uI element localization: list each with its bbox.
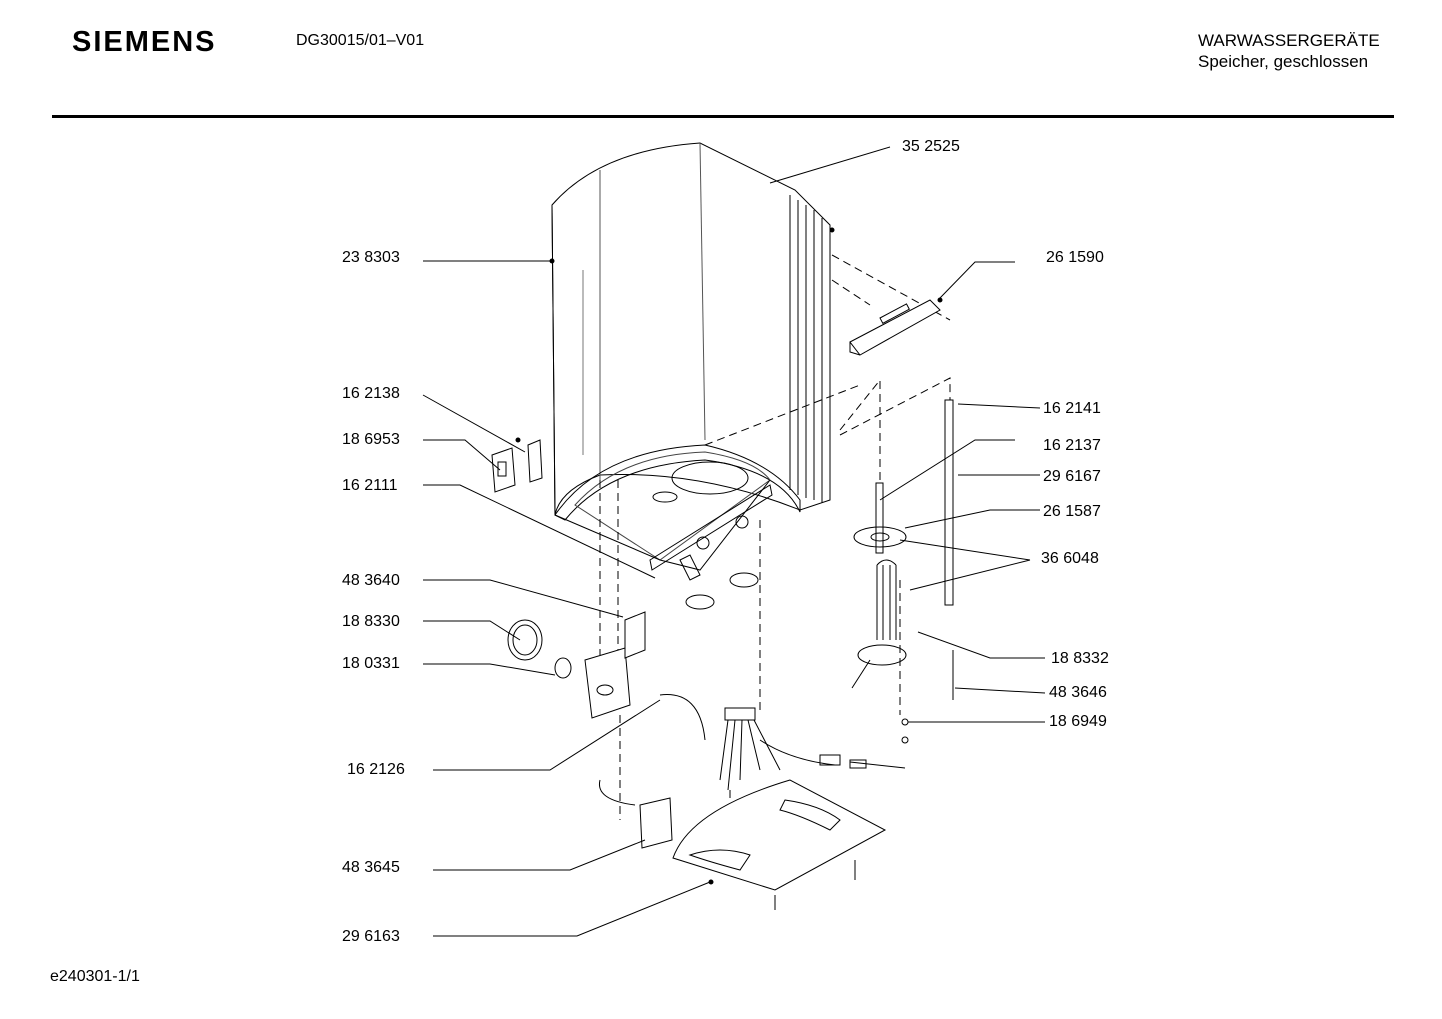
thermostat-holder (492, 438, 542, 492)
part-number-label: 35 2525 (902, 138, 960, 155)
part-number-label: 18 6949 (1049, 713, 1107, 730)
mounting-bracket (850, 298, 942, 355)
wiring-harness (720, 708, 905, 790)
part-number-label: 29 6163 (342, 928, 400, 945)
part-number-label: 48 3646 (1049, 684, 1107, 701)
part-number-label: 18 6953 (342, 431, 400, 448)
part-number-label: 18 0331 (342, 655, 400, 672)
assembly-guides (600, 255, 950, 850)
tank-housing (550, 143, 834, 609)
category-title: WARWASSERGERÄTE (1198, 31, 1380, 50)
brand-logo: SIEMENS (72, 26, 217, 58)
heating-element (852, 400, 953, 743)
part-number-label: 29 6167 (1043, 468, 1101, 485)
part-number-label: 26 1590 (1046, 249, 1104, 266)
part-number-label: 26 1587 (1043, 503, 1101, 520)
category-subtitle: Speicher, geschlossen (1198, 52, 1369, 71)
part-number-label: 16 2126 (347, 761, 405, 778)
part-number-label: 36 6048 (1041, 550, 1099, 567)
thermostat-assembly (508, 612, 705, 848)
part-number-label: 16 2137 (1043, 437, 1101, 454)
part-number-label: 23 8303 (342, 249, 400, 266)
leader-lines (423, 147, 1045, 936)
part-number-label: 16 2138 (342, 385, 400, 402)
part-number-label: 18 8332 (1051, 650, 1109, 667)
part-number-label: 16 2141 (1043, 400, 1101, 417)
part-number-label: 48 3645 (342, 859, 400, 876)
part-number-label: 48 3640 (342, 572, 400, 589)
bottom-cover (673, 780, 885, 910)
document-number: DG30015/01–V01 (296, 32, 425, 49)
part-number-label: 16 2111 (342, 477, 398, 494)
header-divider (52, 115, 1394, 118)
page-reference: e240301-1/1 (50, 968, 140, 985)
part-number-label: 18 8330 (342, 613, 400, 630)
